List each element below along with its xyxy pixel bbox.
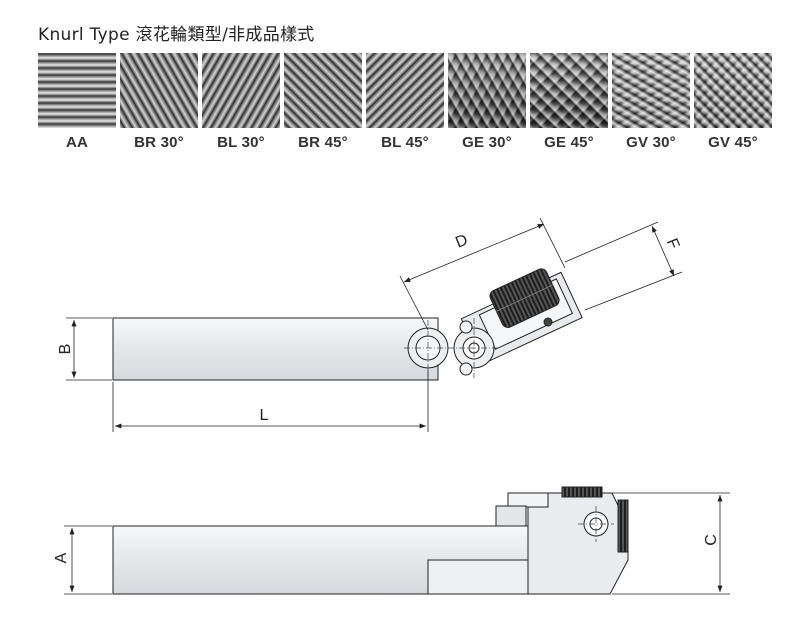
side-view [112, 486, 629, 595]
dimension-label-b: B [57, 344, 74, 355]
knurl-label: GV 30° [626, 134, 676, 151]
knurl-swatch-bl45: BL 45° [366, 53, 444, 151]
knurl-texture-gv30 [612, 53, 690, 128]
knurl-label: GE 45° [544, 134, 594, 151]
top-view [112, 268, 583, 381]
knurl-label: GV 45° [708, 134, 758, 151]
knurl-texture-ge45 [530, 53, 608, 128]
knurl-wheel-side [561, 486, 603, 498]
knurl-label: BL 45° [381, 134, 429, 151]
dimension-a [64, 525, 112, 595]
knurl-type-row: AA BR 30° BL 30° BR 45° BL 45° GE 30° GE… [38, 53, 772, 155]
knurl-swatch-gv30: GV 30° [612, 53, 690, 151]
dimension-label-l: L [260, 407, 269, 424]
dimension-label-c: C [703, 534, 720, 546]
side-view-head [527, 492, 629, 595]
knurl-label: GE 30° [462, 134, 512, 151]
knurl-swatch-aa: AA [38, 53, 116, 151]
knurl-label: BR 30° [134, 134, 184, 151]
knurl-swatch-ge30: GE 30° [448, 53, 526, 151]
knurl-label: AA [65, 134, 89, 151]
dimension-b [66, 317, 112, 381]
dimension-d [399, 217, 566, 331]
knurl-swatch-bl30: BL 30° [202, 53, 280, 151]
page-title: Knurl Type 滾花輪類型/非成品樣式 [38, 25, 315, 45]
dimension-label-f: F [663, 236, 683, 252]
top-view-bar [112, 317, 439, 381]
knurl-texture-bl45 [366, 53, 444, 128]
dimension-l [112, 370, 429, 432]
knurl-swatch-ge45: GE 45° [530, 53, 608, 151]
knurl-swatch-br45: BR 45° [284, 53, 362, 151]
dimension-f [564, 221, 683, 311]
knurl-texture-ge30 [448, 53, 526, 128]
dimension-c [610, 492, 730, 595]
knurl-swatch-gv45: GV 45° [694, 53, 772, 151]
dimension-label-d: D [453, 231, 470, 251]
knurl-texture-aa [38, 53, 116, 128]
knurl-label: BL 30° [217, 134, 265, 151]
knurl-texture-bl30 [202, 53, 280, 128]
knurl-swatch-br30: BR 30° [120, 53, 198, 151]
knurl-texture-br30 [120, 53, 198, 128]
knurl-texture-br45 [284, 53, 362, 128]
knurl-label: BR 45° [298, 134, 348, 151]
set-screw-top [543, 317, 553, 327]
side-view-step [427, 559, 529, 595]
knurl-texture-gv45 [694, 53, 772, 128]
dimension-label-a: A [53, 552, 70, 563]
